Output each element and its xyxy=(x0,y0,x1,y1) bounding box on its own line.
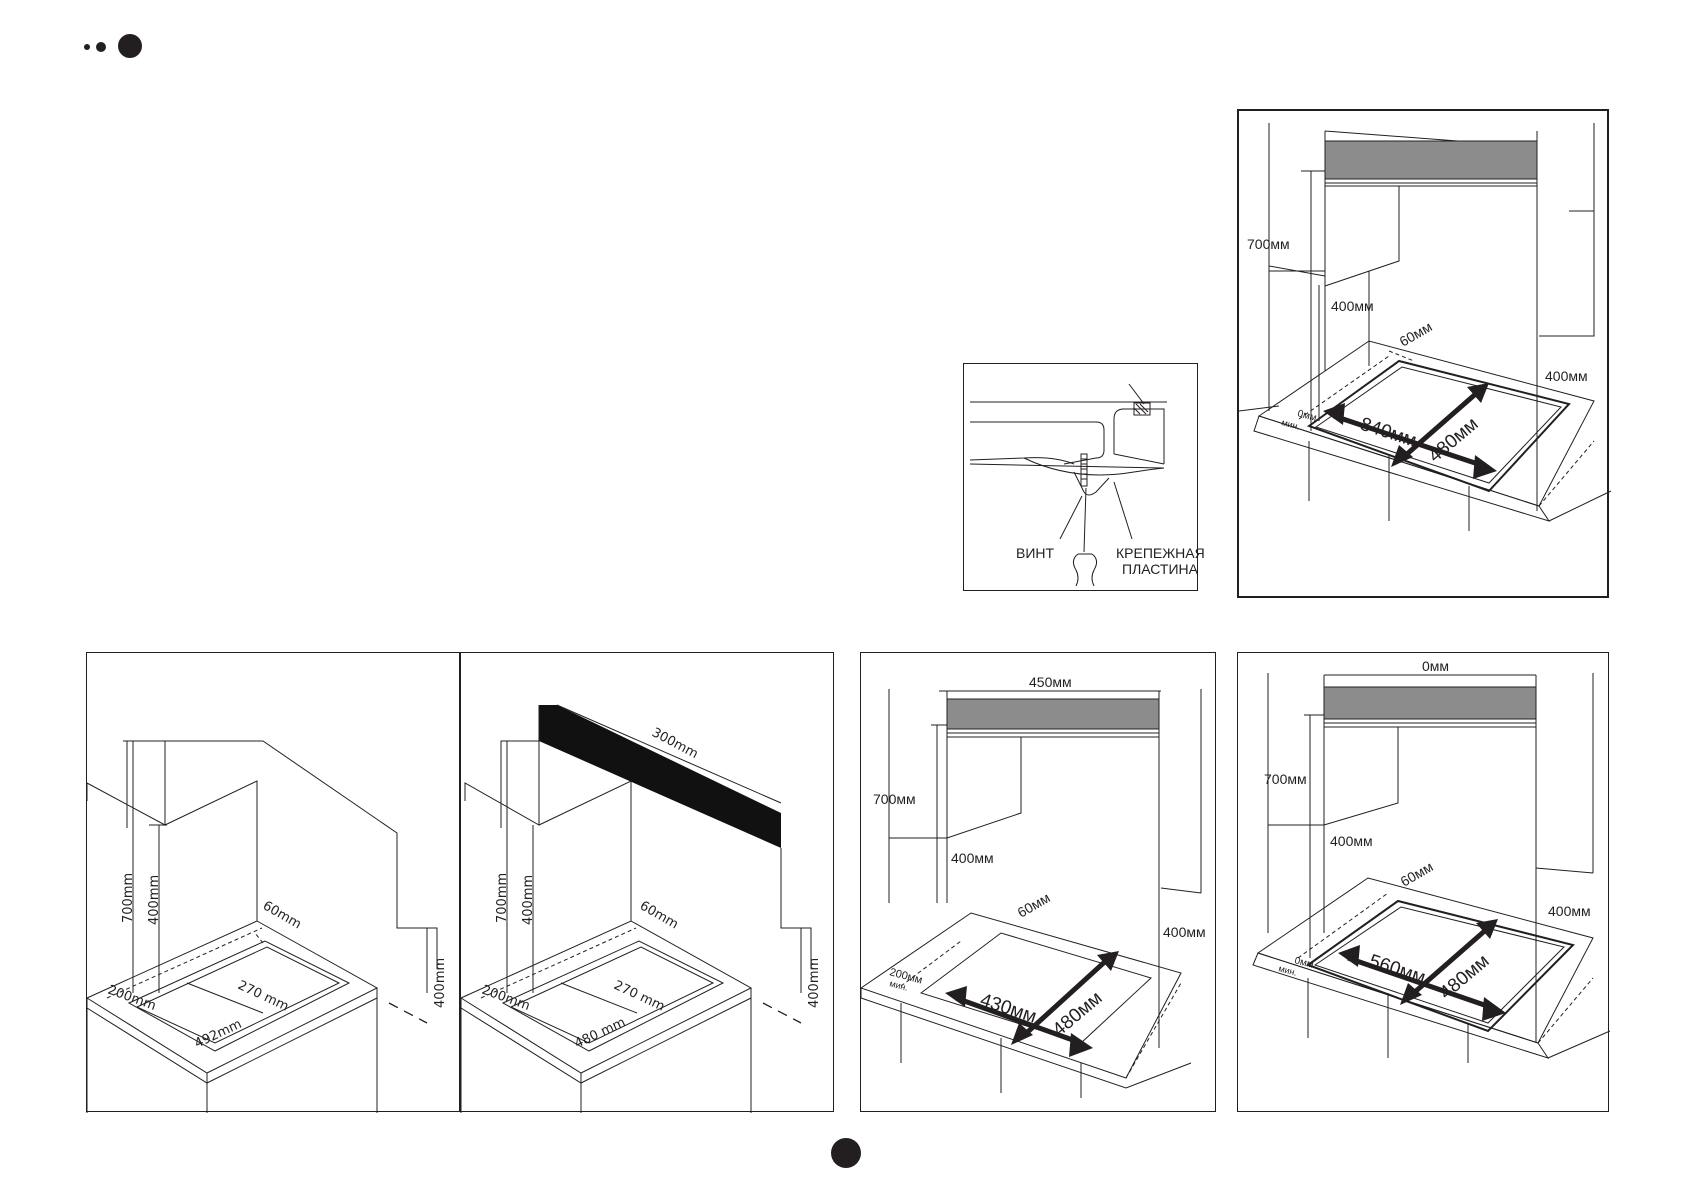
width-492-label-b: 492mm xyxy=(192,1017,244,1052)
height-700-label-e: 700мм xyxy=(1264,771,1307,787)
screw-label: ВИНТ xyxy=(1016,545,1055,561)
height-400-left-label: 400мм xyxy=(1331,298,1374,314)
edge-0-label-e: 0мм xyxy=(1293,955,1315,971)
arrow-480-label-d: 480мм xyxy=(1049,988,1107,1041)
side-60-label-e: 60мм xyxy=(1398,858,1436,889)
side-60-label-c: 60mm xyxy=(637,898,681,932)
installation-diagram-c: 300mm 700mm 400mm 60mm 200mm 270 mm 480 … xyxy=(459,652,834,1113)
installation-diagram-b: 700mm 400mm 60mm 200mm 270 mm 492mm 400m… xyxy=(85,652,460,1113)
plate-label-line1: КРЕПЕЖНАЯ xyxy=(1116,545,1205,561)
min-label-e: мин. xyxy=(1277,963,1298,977)
side-60-label: 60мм xyxy=(1397,318,1435,349)
hood-450-label: 450мм xyxy=(1029,674,1072,690)
installation-diagram-e: 0мм 700мм 400мм 400мм 60мм 0мм мин. 560м… xyxy=(1237,652,1611,1112)
depth-270-label-c: 270 mm xyxy=(611,978,667,1015)
right-400-label-b: 400mm xyxy=(433,958,448,1008)
height-700-label-c: 700mm xyxy=(495,873,510,923)
height-400-left-label-d: 400мм xyxy=(951,850,994,866)
depth-270-label-b: 270 mm xyxy=(235,978,291,1015)
right-400-label-c: 400mm xyxy=(807,958,822,1008)
height-400-right-label-d: 400мм xyxy=(1163,924,1206,940)
arrow-480-label: 480мм xyxy=(1425,414,1483,467)
side-60-label-d: 60мм xyxy=(1015,889,1053,920)
front-200-label-b: 200mm xyxy=(106,983,158,1014)
height-700-label-d: 700мм xyxy=(873,791,916,807)
height-700-label-b: 700mm xyxy=(121,873,136,923)
front-200-label-c: 200mm xyxy=(480,983,532,1014)
height-400-left-label-e: 400мм xyxy=(1330,833,1373,849)
height-400-right-label: 400мм xyxy=(1545,368,1588,384)
detail-inset-panel: ВИНТ КРЕПЕЖНАЯ ПЛАСТИНА xyxy=(963,363,1205,591)
height-700-label: 700мм xyxy=(1247,236,1290,252)
installation-diagram-a: 700мм 400мм 400мм 60мм 0мм мин. 840мм 48… xyxy=(1237,109,1612,598)
hood-0-label: 0мм xyxy=(1422,658,1449,674)
edge-0-label: 0мм xyxy=(1296,408,1318,424)
installation-diagram-d: 450мм 700мм 400мм 400мм 60мм 200мм мин. … xyxy=(859,652,1216,1112)
arrow-430-label: 430мм xyxy=(977,990,1038,1028)
height-400-label-c: 400mm xyxy=(521,875,536,925)
height-400-right-label-e: 400мм xyxy=(1548,903,1591,919)
filled-circle-icon xyxy=(831,1138,861,1168)
arrow-560-label: 560мм xyxy=(1366,951,1427,989)
min-label-a: мин. xyxy=(1280,417,1301,431)
min-label-d: мин. xyxy=(888,978,909,992)
plate-label-line2: ПЛАСТИНА xyxy=(1122,561,1199,577)
three-growing-dots-icon xyxy=(84,34,144,62)
side-60-label-b: 60mm xyxy=(260,898,304,932)
width-480-label-c: 480 mm xyxy=(572,1015,628,1052)
height-400-label-b: 400mm xyxy=(147,875,162,925)
